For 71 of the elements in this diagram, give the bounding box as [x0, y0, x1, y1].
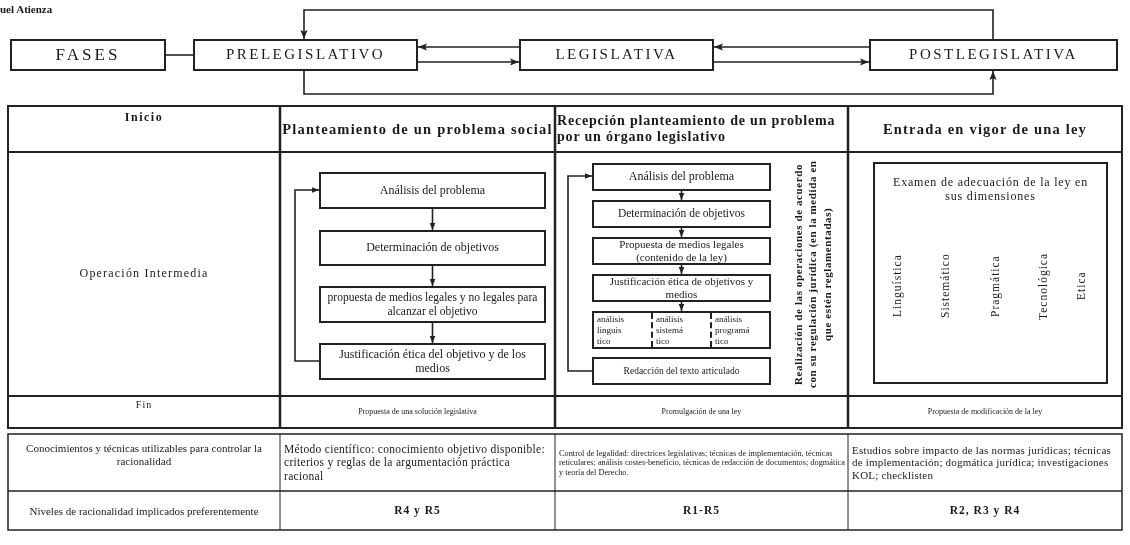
arrow	[429, 208, 436, 231]
arrow	[303, 70, 997, 95]
phase-box	[10, 39, 166, 71]
phase-label: LEGISLATIVA	[554, 46, 679, 64]
column-heading: Planteamiento de un problema social	[282, 120, 553, 138]
process-box	[319, 343, 546, 380]
phase-label: POSTLEGISLATIVA	[908, 46, 1079, 64]
row-heading: Operación Intermedia	[79, 267, 209, 281]
examination-box	[873, 162, 1108, 384]
dimension-text: Tecnológica	[1037, 251, 1051, 322]
row-heading: Conocimientos y técnicas utilizables para controlar la racionalidad	[25, 442, 263, 468]
phase-box	[519, 39, 714, 71]
cell-text: Control de legalidad: directrices legislativas; técnicas de implementación, técnicas reticulares; análisis costes-beneficio, técnicas de redacción de documentos; dogmática y teoría del Derecho.	[559, 448, 845, 478]
process-box	[592, 274, 771, 302]
dimension-text: Pragmática	[989, 254, 1003, 319]
process-box	[592, 163, 771, 191]
cell-text: análisis linguis tico	[596, 313, 625, 347]
process-box	[592, 237, 771, 265]
step-text: propuesta de medios legales y no legales para alcanzar el objetivo	[326, 291, 539, 318]
arrow	[713, 43, 870, 51]
phase-label: FASES	[54, 45, 122, 65]
analysis-box	[592, 311, 771, 349]
dimension-text: Linguística	[891, 253, 905, 320]
author-text: uel Atienza	[0, 2, 53, 16]
step-text: Propuesta de medios legales (contenido de la ley)	[618, 238, 745, 264]
process-box	[319, 286, 546, 323]
cell-text: Promulgación de una ley	[661, 407, 742, 417]
process-box	[592, 357, 771, 385]
arrow	[429, 322, 436, 344]
column-heading: Recepción planteamiento de un problema por un órgano legislativo	[557, 112, 837, 146]
process-box	[319, 172, 546, 209]
arrow	[300, 9, 994, 40]
cell-text: R2, R3 y R4	[949, 504, 1021, 518]
dimension-text: Sistemático	[939, 252, 952, 321]
arrow	[678, 227, 685, 238]
row-heading: Niveles de racionalidad implicados preferentemente	[29, 504, 259, 518]
arrow	[567, 173, 593, 372]
step-text: Justificación ética del objetivo y de los medios	[338, 347, 527, 376]
step-text: Redacción del texto articulado	[622, 365, 741, 377]
cell-text: Propuesta de una solución legislativa	[358, 407, 477, 417]
arrow	[429, 265, 436, 287]
vertical-note: Realización de las operaciones de acuerdo con su regulación jurídica (en la medida en que estén reglamentadas)	[790, 159, 834, 390]
arrow	[678, 190, 685, 201]
cell-text: R4 y R5	[394, 504, 441, 518]
step-text: Determinación de objetivos	[365, 241, 500, 255]
column-heading: Inicio	[124, 111, 164, 125]
cell-text: Método científico: conocimiento objetivo disponible: criterios y reglas de la argumentación práctica racional	[284, 443, 546, 483]
arrow	[678, 264, 685, 275]
step-text: Determinación de objetivos	[616, 207, 747, 221]
arrow	[713, 58, 870, 66]
phase-label: PRELEGISLATIVO	[224, 46, 387, 64]
cell-text: Estudios sobre impacto de las normas jurídicas; técnicas de implementación; dogmática jurídica; investigaciones KOL; checklisten	[852, 443, 1112, 482]
row-heading: Fin	[135, 399, 153, 411]
dimension-text: Etica	[1075, 270, 1088, 303]
phase-box	[869, 39, 1118, 71]
panel-heading: Examen de adecuación de la ley en sus dimensiones	[892, 176, 1089, 204]
process-box	[592, 200, 771, 228]
arrow	[417, 43, 520, 51]
step-text: Justificación ética de objetivos y medios	[608, 275, 755, 301]
cell-text: R1-R5	[683, 504, 720, 518]
step-text: Análisis del problema	[378, 183, 487, 198]
step-text: Análisis del problema	[627, 170, 736, 184]
column-heading: Entrada en vigor de una ley	[882, 120, 1088, 138]
cell-text: Propuesta de modificación de la ley	[927, 407, 1043, 417]
cell-text: análisis sistemá tico	[651, 313, 710, 347]
phase-box	[193, 39, 418, 71]
arrow	[294, 187, 320, 362]
arrow	[417, 58, 520, 66]
cell-text: análisis programá tico	[710, 313, 769, 347]
process-box	[319, 230, 546, 266]
arrow	[678, 301, 685, 312]
